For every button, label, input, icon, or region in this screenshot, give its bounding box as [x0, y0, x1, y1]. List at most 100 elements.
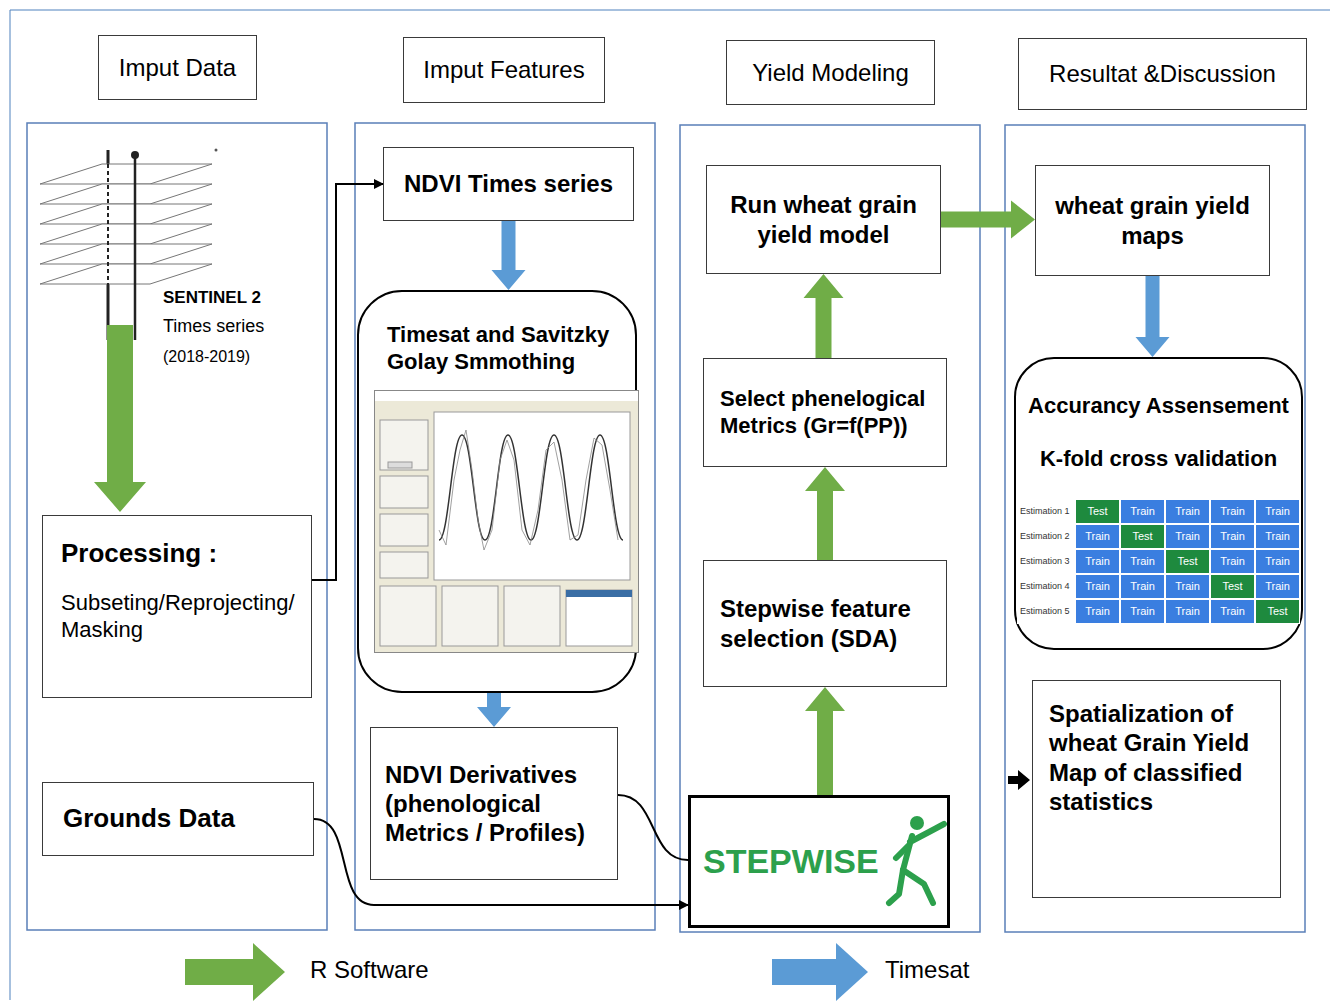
- table-cell: Train: [1165, 524, 1210, 549]
- table-cell: Train: [1120, 549, 1165, 574]
- box-text: wheat grain yield maps: [1046, 191, 1259, 250]
- timesat-screenshot: [380, 586, 436, 646]
- table-cell: Train: [1255, 549, 1300, 574]
- table-row-header: Estimation 5: [1017, 599, 1075, 624]
- table-cell: Train: [1210, 599, 1255, 624]
- box-text: Accurancy Assensement: [1028, 393, 1289, 420]
- block-arrow: [477, 693, 511, 727]
- output-box: wheat grain yield maps: [1035, 165, 1270, 276]
- satellite-stack: [40, 164, 212, 184]
- satellite-stack: [40, 264, 212, 284]
- block-arrow: [492, 221, 526, 290]
- box-text: Imput Data: [119, 53, 236, 82]
- timesat-screenshot: [566, 590, 632, 646]
- kfold-table: Estimation 1TestTrainTrainTrainTrainEsti…: [1017, 499, 1300, 624]
- connector-line: [312, 184, 383, 580]
- timesat-screenshot: [380, 514, 428, 546]
- column-panel: [355, 123, 655, 930]
- table-cell: Train: [1165, 574, 1210, 599]
- stepwise-figure-icon: [910, 824, 944, 842]
- table-row-header: Estimation 4: [1017, 574, 1075, 599]
- legend-text: R Software: [310, 956, 429, 985]
- timesat-screenshot: [380, 420, 428, 470]
- timesat-screenshot: [374, 390, 638, 652]
- timesat-screenshot: [434, 412, 630, 580]
- satellite-stack: [40, 224, 212, 244]
- table-cell: Train: [1210, 524, 1255, 549]
- table-cell: Test: [1120, 524, 1165, 549]
- connector-line: [618, 795, 688, 860]
- frame-line: [10, 10, 1330, 11]
- table-cell: Train: [1165, 599, 1210, 624]
- flow-arrow: [94, 325, 146, 512]
- timesat-screenshot: [380, 476, 428, 508]
- stepwise-figure-icon: [903, 870, 933, 903]
- output-box: NDVI Derivatives (phenological Metrics /…: [370, 727, 618, 880]
- table-cell: Train: [1210, 549, 1255, 574]
- satellite-stack: [215, 149, 218, 152]
- box-text: K-fold cross validation: [1040, 446, 1277, 473]
- tool-box: Timesat and Savitzky Golay Smmothing: [357, 290, 637, 693]
- stepwise-figure-icon: [896, 846, 908, 858]
- satellite-stack: [131, 151, 139, 159]
- timesat-screenshot: [375, 391, 638, 401]
- timesat-screenshot: [439, 430, 618, 550]
- column-panel: [1005, 125, 1305, 932]
- table-cell: Train: [1210, 499, 1255, 524]
- table-cell: Train: [1075, 574, 1120, 599]
- legend-arrow: [185, 943, 285, 1001]
- column-header: Yield Modeling: [726, 40, 935, 105]
- block-arrow: [941, 201, 1035, 239]
- box-text: Imput Features: [423, 55, 584, 84]
- column-panel: [27, 123, 327, 930]
- timesat-screenshot: [566, 590, 632, 597]
- stepwise-figure-icon: [889, 816, 944, 903]
- box-text: Resultat &Discussion: [1049, 59, 1276, 88]
- timesat-screenshot: [442, 586, 498, 646]
- satellite-stack: [40, 244, 212, 264]
- timesat-screenshot: [380, 552, 428, 578]
- process-box: Stepwise feature selection (SDA): [703, 560, 947, 687]
- table-cell: Test: [1075, 499, 1120, 524]
- table-row-header: Estimation 2: [1017, 524, 1075, 549]
- box-text: Select phenelogical Metrics (Gr=f(PP)): [720, 386, 936, 440]
- table-cell: Train: [1075, 549, 1120, 574]
- table-cell: Train: [1255, 574, 1300, 599]
- table-cell: Test: [1255, 599, 1300, 624]
- pointer-arrow: [1008, 770, 1030, 790]
- table-cell: Train: [1120, 574, 1165, 599]
- process-box: Run wheat grain yield model: [706, 165, 941, 274]
- satellite-stack: [40, 149, 218, 341]
- data-box: Grounds Data: [42, 782, 314, 856]
- table-cell: Train: [1075, 599, 1120, 624]
- satellite-label: (2018-2019): [163, 347, 250, 366]
- process-box: NDVI Times series: [383, 147, 634, 221]
- timesat-screenshot: [374, 390, 639, 653]
- box-text: Spatialization of wheat Grain Yield Map …: [1049, 699, 1270, 816]
- satellite-label: SENTINEL 2: [163, 288, 261, 308]
- satellite-stack: [134, 155, 137, 340]
- table-row-header: Estimation 1: [1017, 499, 1075, 524]
- block-arrow: [805, 687, 845, 795]
- box-text: Stepwise feature selection (SDA): [720, 594, 936, 653]
- output-box: Spatialization of wheat Grain Yield Map …: [1032, 680, 1281, 898]
- box-text: Subseting/Reprojecting/ Masking: [61, 590, 301, 644]
- table-cell: Train: [1120, 499, 1165, 524]
- legend-text: Timesat: [885, 956, 969, 985]
- block-arrow: [804, 274, 844, 358]
- table-cell: Train: [1255, 499, 1300, 524]
- satellite-label: Times series: [163, 316, 264, 338]
- satellite-stack: [40, 204, 212, 224]
- table-cell: Test: [1165, 549, 1210, 574]
- column-header: Resultat &Discussion: [1018, 38, 1307, 110]
- table-cell: Train: [1075, 524, 1120, 549]
- box-text: STEPWISE: [703, 841, 937, 882]
- timesat-screenshot: [388, 462, 412, 468]
- legend-arrow: [772, 943, 868, 1001]
- block-arrow: [1136, 276, 1170, 357]
- satellite-stack: [107, 150, 109, 340]
- table-row-header: Estimation 3: [1017, 549, 1075, 574]
- timesat-screenshot: [439, 435, 623, 540]
- frame-line: [10, 10, 11, 1000]
